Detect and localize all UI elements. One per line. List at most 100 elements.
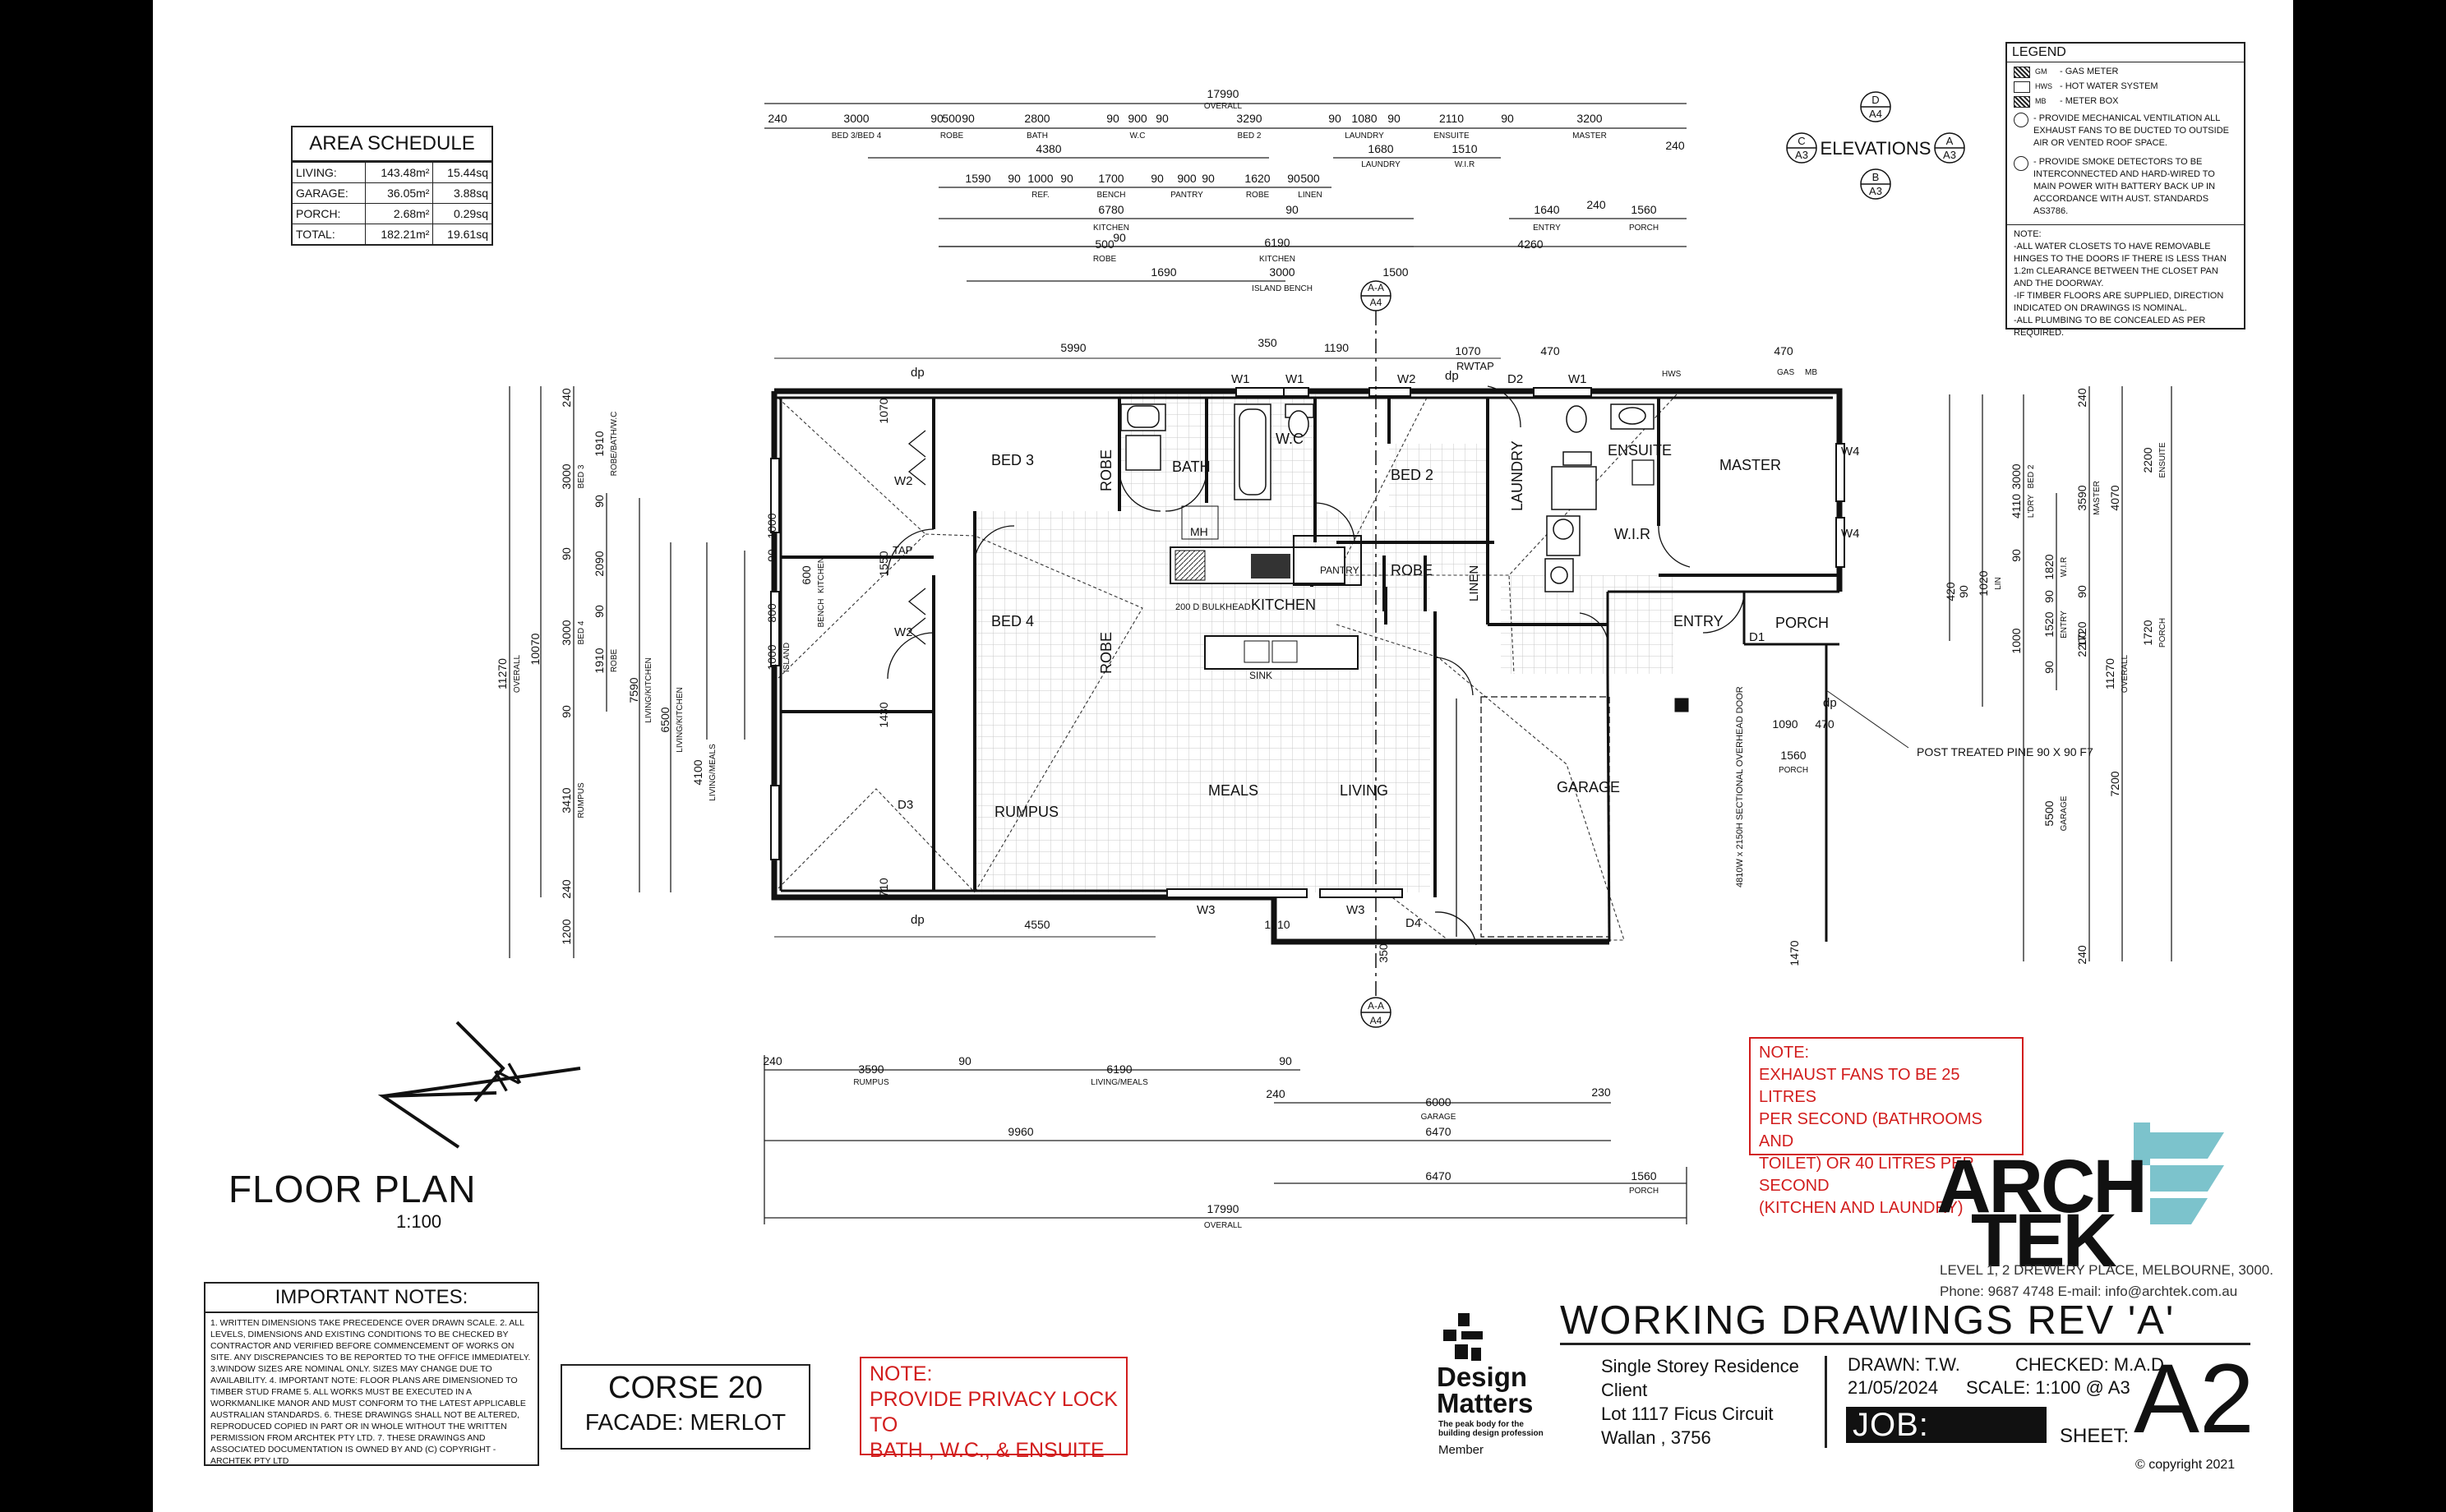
- elev-sheet-a: A3: [1943, 149, 1956, 161]
- archtek-logo-icon: [2134, 1122, 2224, 1224]
- section-label-top: A-A: [1368, 282, 1384, 293]
- elevation-markers: [1786, 91, 1965, 200]
- section-sheet-bottom: A4: [1370, 1015, 1382, 1026]
- dim-left-3000a: 3000: [560, 463, 573, 489]
- exhaust-note-title: NOTE:: [1759, 1044, 1810, 1062]
- dim-top-90a: 90: [930, 112, 944, 125]
- elev-mark-d: D: [1871, 94, 1879, 106]
- downpipe-1: dp: [911, 366, 925, 380]
- dim-bot-label-garage: GARAGE: [1421, 1113, 1456, 1122]
- garage-outline: [1456, 696, 1610, 938]
- dim-left-10070: 10070: [528, 633, 542, 665]
- dim-label-master: MASTER: [1572, 131, 1607, 141]
- legend-title: LEGEND: [2007, 44, 2244, 62]
- top-dimension-texts: 17990 OVERALL 240 3000 90 500 90 2800 90…: [768, 87, 1685, 293]
- dim-left-label-robe: ROBE: [610, 649, 619, 673]
- label-sink: SINK: [1249, 670, 1272, 681]
- dim-top-1080: 1080: [1351, 112, 1377, 125]
- dim-overall-top-label: OVERALL: [1204, 102, 1243, 111]
- dim-right-4070: 4070: [2108, 485, 2121, 510]
- dim-right-90e: 90: [1957, 585, 1970, 598]
- dim-right-1720b: 1720: [2141, 620, 2154, 645]
- room-linen: LINEN: [1467, 565, 1481, 602]
- floor-plan-drawing: 17990 OVERALL 240 3000 90 500 90 2800 90…: [377, 87, 2172, 1230]
- dim-bot-3590: 3590: [858, 1063, 884, 1076]
- garage-door-label: 4810W x 2150H SECTIONAL OVERHEAD DOOR: [1735, 686, 1745, 887]
- dim-label-robe3: ROBE: [1093, 255, 1117, 264]
- section-label-bottom: A-A: [1368, 1000, 1384, 1012]
- exhaust-note: NOTE: EXHAUST FANS TO BE 25 LITRES PER S…: [1749, 1037, 2024, 1217]
- dim-top-4380: 4380: [1036, 142, 1061, 155]
- opening-mb: MB: [1805, 368, 1817, 377]
- area-cell-label: TOTAL:: [293, 224, 365, 244]
- elev-sheet-b: A3: [1869, 185, 1882, 197]
- title-block-divider: [1825, 1356, 1827, 1448]
- dim-right-3000: 3000: [2010, 463, 2023, 489]
- area-cell-m2: 143.48m²: [364, 162, 433, 183]
- dim-label-wir: W.I.R: [1455, 160, 1475, 169]
- dim-top-90f: 90: [1387, 112, 1401, 125]
- project-line-2: Client: [1601, 1380, 1648, 1400]
- dim-left-6500: 6500: [658, 707, 671, 732]
- legend-notes: NOTE: -ALL WATER CLOSETS TO HAVE REMOVAB…: [2007, 224, 2244, 339]
- label-bulkhead: 200 D BULKHEAD: [1175, 602, 1251, 612]
- dim-left-label-bed4: BED 4: [577, 620, 586, 644]
- legend-note-title: NOTE:: [2014, 229, 2042, 239]
- dim-top-1510: 1510: [1451, 142, 1477, 155]
- dim-left-overall: 11270: [496, 658, 509, 689]
- dim-side-710: 710: [877, 878, 890, 897]
- legend-smoke-text: - PROVIDE SMOKE DETECTORS TO BE INTERCON…: [2033, 157, 2216, 216]
- opening-w2c: W2: [894, 625, 913, 639]
- dim-label-bed2: BED 2: [1238, 131, 1262, 141]
- area-cell-label: PORCH:: [293, 203, 365, 224]
- dim-label-porch: PORCH: [1629, 224, 1659, 233]
- dim-1560: 1560: [1631, 203, 1656, 216]
- floor-plan-title: FLOOR PLAN: [228, 1168, 477, 1210]
- project-line-1: Single Storey Residence: [1601, 1356, 1799, 1376]
- dim-label-pantry: PANTRY: [1170, 191, 1203, 200]
- downpipe-4: dp: [1823, 696, 1837, 710]
- bathroom-fixtures: [1120, 403, 1655, 592]
- legend-code: GM: [2035, 67, 2047, 76]
- exhaust-note-line-3: TOILET) OR 40 LITRES PER SECOND: [1759, 1155, 1974, 1195]
- legend-exhaust: - PROVIDE MECHANICAL VENTILATION ALL EXH…: [2014, 113, 2237, 150]
- dim-right-overall-label: OVERALL: [2121, 654, 2130, 693]
- dim-left-label-rumpus: RUMPUS: [577, 782, 586, 818]
- dim-bot-label-porch: PORCH: [1629, 1187, 1659, 1196]
- elevations-label: ELEVATIONS: [1821, 138, 1931, 159]
- dim-90m: 90: [1285, 203, 1299, 216]
- room-living: LIVING: [1340, 782, 1388, 799]
- room-bed2: BED 2: [1391, 467, 1433, 483]
- roof-hip-lines: [773, 394, 1678, 941]
- area-cell-sq: 15.44sq: [432, 162, 492, 183]
- room-bed3: BED 3: [991, 452, 1034, 468]
- opening-w4a: W4: [1841, 445, 1860, 459]
- dim-side-1070: 1070: [877, 398, 890, 423]
- internal-walls: [781, 398, 1839, 897]
- dim-left-240a: 240: [560, 388, 573, 408]
- dim-left-overall-label: OVERALL: [513, 654, 522, 693]
- dim-bot-6470a: 6470: [1425, 1125, 1451, 1138]
- dim-470b: 470: [1774, 344, 1793, 357]
- design-matters-logo-icon: [1443, 1313, 1483, 1361]
- dim-overall-top: 17990: [1207, 87, 1239, 100]
- dim-right-overall: 11270: [2103, 658, 2116, 689]
- dim-label-ensuite: ENSUITE: [1433, 131, 1470, 141]
- area-cell-sq: 3.88sq: [432, 182, 492, 204]
- room-wc: W.C: [1276, 431, 1304, 447]
- room-bath: BATH: [1172, 459, 1211, 475]
- drawing-date: 21/05/2024: [1848, 1377, 1939, 1398]
- north-arrow-icon: N: [377, 1021, 581, 1149]
- dim-right-1000: 1000: [2010, 628, 2023, 653]
- company-contact: Phone: 9687 4748 E-mail: info@archtek.co…: [1940, 1284, 2238, 1299]
- bottom-dimension-lines: [764, 1055, 1687, 1224]
- dim-left-90e: 90: [765, 549, 778, 562]
- dim-bot-overall-label: OVERALL: [1204, 1221, 1243, 1230]
- dim-right-1720: 1720: [2075, 621, 2088, 647]
- bottom-dimension-texts: 240 3590 90 6190 90 RUMPUS LIVING/MEALS …: [763, 1054, 1659, 1230]
- dim-label-entry: ENTRY: [1533, 224, 1561, 233]
- porch-post: [1674, 698, 1689, 712]
- dim-top-1680: 1680: [1368, 142, 1393, 155]
